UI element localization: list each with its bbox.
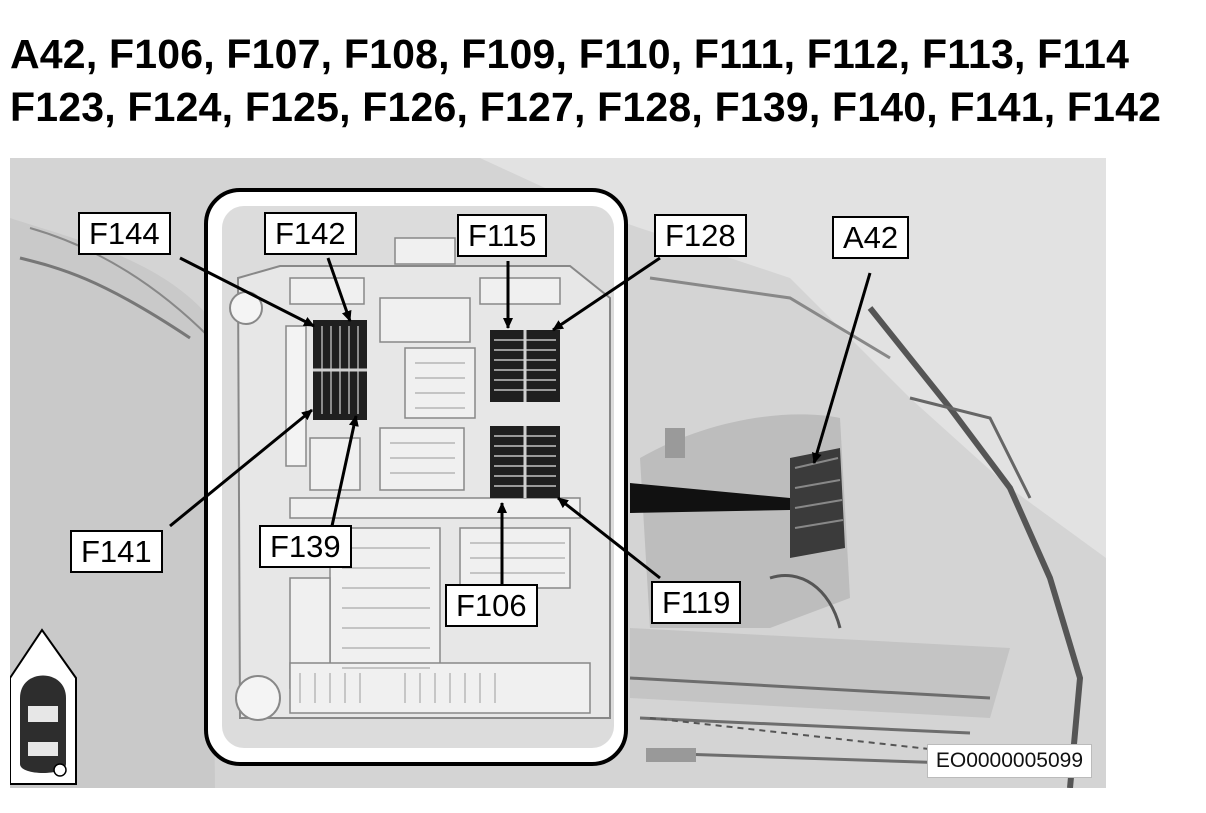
callout-f128: F128 [654, 214, 747, 258]
callout-f141: F141 [70, 530, 163, 574]
fuse-block-lower-right [490, 426, 560, 498]
fuse-box-illustration: F144 F142 F115 F128 A42 F141 F139 F106 F… [10, 158, 1106, 788]
reference-code: EO0000005099 [926, 744, 1092, 778]
leader-f128 [552, 256, 661, 332]
callout-f139: F139 [259, 525, 352, 569]
leader-a42 [812, 272, 872, 464]
leader-f119 [557, 496, 661, 580]
car-top-view-icon [10, 628, 77, 785]
fuse-block-upper-right [490, 330, 560, 402]
callout-f115: F115 [457, 214, 548, 258]
callout-f106: F106 [445, 584, 538, 628]
heading-line-1: A42, F106, F107, F108, F109, F110, F111,… [10, 31, 1130, 77]
callout-a42: A42 [832, 216, 910, 260]
fuse-box-inset [204, 188, 628, 766]
callout-f142: F142 [264, 212, 357, 256]
callout-f144: F144 [78, 212, 171, 256]
leader-f139 [330, 415, 359, 527]
leader-f141 [169, 408, 313, 528]
fuse-block-left [313, 320, 367, 420]
leader-f142 [326, 257, 352, 322]
callout-f119: F119 [651, 581, 742, 625]
leader-f144 [179, 256, 315, 328]
heading-line-2: F123, F124, F125, F126, F127, F128, F139… [10, 84, 1162, 130]
leader-arrows [169, 256, 872, 586]
vehicle-trunk-drawing [10, 158, 1106, 788]
